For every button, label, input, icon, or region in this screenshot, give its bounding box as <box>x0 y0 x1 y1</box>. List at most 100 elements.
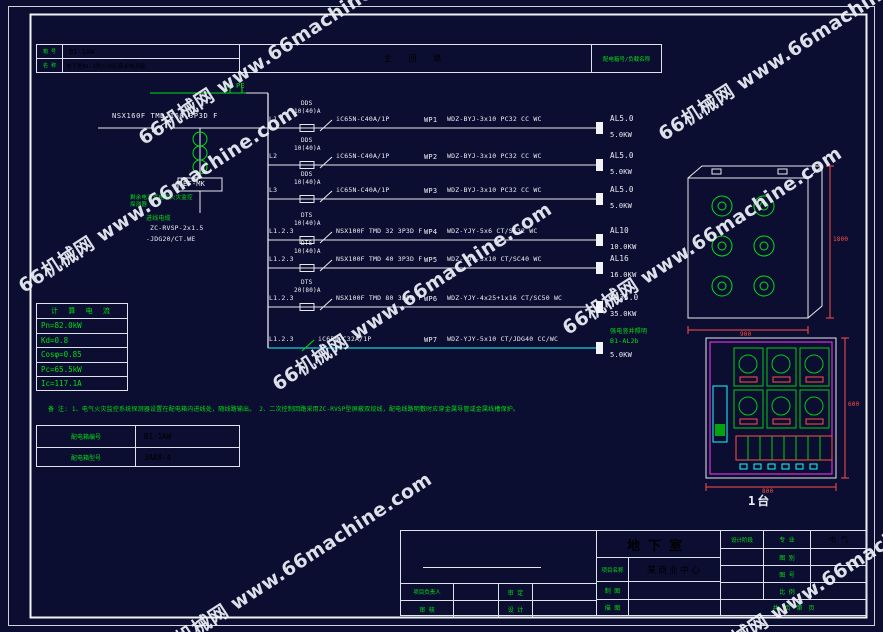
signature-line <box>423 567 541 568</box>
tb-label: 专 业 <box>763 531 810 548</box>
load-name: AL35.0 <box>610 293 639 302</box>
cable-spec: WDZ-BYJ-3x10 PC32 CC WC <box>447 152 542 160</box>
load-name: AL5.0 <box>610 114 634 123</box>
cable-spec: WDZ-YJY-5x10 CT/SC40 WC <box>447 255 542 263</box>
meter-type: DTS <box>301 279 313 286</box>
circuit-breaker: iC65N-C40A/1P <box>336 186 390 194</box>
tb-empty-cell <box>532 584 596 600</box>
header-strip: 箱 号 B1-1AW 名 称 地下室B1-1防火分区商业电源箱 主 回 路 配电… <box>36 44 662 73</box>
meter-rating: 10(40)A <box>294 248 321 255</box>
tb-label: 制 图 <box>597 582 629 599</box>
info-row-label: 箱 号 <box>37 45 63 58</box>
calc-row: Ic=117.1A <box>37 376 127 391</box>
detector-note: 剩余电流式电气火灾监控探测器 <box>130 195 193 209</box>
circuit-phase: L1 <box>269 115 278 123</box>
meter-type: DDS <box>301 171 313 178</box>
tb-empty-cell <box>629 600 720 615</box>
cable-spec: WDZ-BYJ-3x10 PC32 CC WC <box>447 115 542 123</box>
tb-empty-cell <box>453 601 498 617</box>
meter-modules <box>733 347 830 429</box>
meter-type: DTS <box>301 212 313 219</box>
wp-label: WP1 <box>424 116 438 124</box>
calc-row: Kd=0.8 <box>37 332 127 348</box>
load-column-header: 配电箱号/负载名称 <box>591 45 661 72</box>
spec-label: 配电箱型号 <box>37 448 136 466</box>
calc-title: 计 算 电 流 <box>51 307 113 315</box>
meter-type: DDS <box>301 137 313 144</box>
dimension-text: 1800 <box>833 236 849 243</box>
tb-label: 项目名称 <box>597 558 629 581</box>
tb-label: 设 计 <box>498 601 532 617</box>
tb-label: 描 图 <box>597 600 629 615</box>
meter-rating: 10(40)A <box>294 108 321 115</box>
spec-value: 3AA8-4 <box>144 452 172 462</box>
notes: 备 注: 1、电气火灾监控系统探测器设置在配电箱内进线处，随线路输出。 2、二次… <box>48 406 520 413</box>
dimension-lines <box>687 165 849 491</box>
wp-label: WP6 <box>424 295 438 303</box>
main-circuit-header: 主 回 路 <box>239 45 591 72</box>
wp-label: WP5 <box>424 256 438 264</box>
circuit-breaker: iC65N-C32A/1P <box>318 335 372 343</box>
cabinet-rear-view <box>687 165 824 319</box>
panel-id-value: B1-1AW <box>69 47 95 56</box>
calc-row: Pc=65.5kW <box>37 361 127 377</box>
load-name: AL5.0 <box>610 151 634 160</box>
tb-empty-cell <box>532 601 596 617</box>
pe-label: PE <box>236 82 245 90</box>
load-name: AL5.0 <box>610 185 634 194</box>
load-power: 5.0KW <box>610 351 633 359</box>
tb-empty-cell <box>810 583 866 599</box>
inlet-cable-spec: ZC-RVSP-2x1.5 <box>150 224 204 232</box>
load-power: 35.0KW <box>610 310 637 318</box>
load-power: 10.0KW <box>610 243 637 251</box>
tb-label: 比 例 <box>763 583 810 599</box>
drawing-info-block: 设计阶段 专 业 电 气 图 别 图 号 比 例 <box>720 531 866 615</box>
meter-type: DTS <box>301 240 313 247</box>
meter-type: DDS <box>301 100 313 107</box>
cable-spec: WDZ-YJY-5x6 CT/SC32 WC <box>447 227 538 235</box>
tb-label: 审 定 <box>498 584 532 600</box>
main-breaker-label: NSX160F TMD 160 3P3D F <box>112 112 218 120</box>
cabinet-front-view <box>705 337 837 479</box>
circuit-branch-lines <box>268 119 603 354</box>
dimension-text: 800 <box>762 488 774 495</box>
meter-rating: 10(40)A <box>294 145 321 152</box>
tb-empty-cell <box>810 566 866 582</box>
cable-spec: WDZ-BYJ-3x10 PC32 CC WC <box>447 186 542 194</box>
title-block: 项目负责人 审 定 审 核 设 计 地下室 项目名称 某商业中心 <box>400 530 867 617</box>
dimension-text: 900 <box>740 331 752 338</box>
discipline-value: 电 气 <box>810 531 866 548</box>
panel-name-value: 地下室B1-1防火分区商业电源箱 <box>66 63 146 70</box>
tb-empty-cell <box>629 582 720 599</box>
monitor-module-label: EF-MK <box>183 180 206 188</box>
sheet-border <box>8 6 875 626</box>
load-name: 强电竖井照明 <box>610 328 648 335</box>
spec-label: 配电箱编号 <box>37 426 136 447</box>
terminal-labels <box>739 463 818 470</box>
signature-area: 项目负责人 审 定 审 核 设 计 <box>401 531 596 617</box>
circuit-phase: L1.2.3 <box>269 294 294 302</box>
cable-spec: WDZ-YJY-5x10 CT/JDG40 CC/WC <box>447 335 559 343</box>
wp-label: WP3 <box>424 187 438 195</box>
project-name: 某商业中心 <box>646 566 702 576</box>
circuit-phase: L1.2.3 <box>269 255 294 263</box>
circuit-breaker: iC65N-C40A/1P <box>336 152 390 160</box>
tb-label: 图 号 <box>763 566 810 582</box>
circuit-phase: L3 <box>269 186 278 194</box>
info-row-label: 名 称 <box>37 59 63 72</box>
project-block: 地下室 项目名称 某商业中心 制 图 描 图 <box>596 531 720 615</box>
drawing-title: 地下室 <box>626 538 690 554</box>
dimension-text: 600 <box>848 401 860 408</box>
load-power: 5.0KW <box>610 131 633 139</box>
quantity-label: 1台 <box>748 494 772 508</box>
cable-spec: WDZ-YJY-4x25+1x16 CT/SC50 WC <box>447 294 563 302</box>
load-power: 5.0KW <box>610 202 633 210</box>
spec-value: B1-1AW <box>144 432 172 441</box>
calc-current-table: 计 算 电 流 Pn=82.0kW Kd=0.8 Cosφ=0.85 Pc=65… <box>36 303 128 391</box>
circuit-phase: L2 <box>269 152 278 160</box>
circuit-phase: L1.2.3 <box>269 335 294 343</box>
inlet-cable-spec: -JDG20/CT.WE <box>146 235 196 243</box>
tb-empty-cell <box>810 549 866 565</box>
tb-label: 设计阶段 <box>730 537 753 544</box>
